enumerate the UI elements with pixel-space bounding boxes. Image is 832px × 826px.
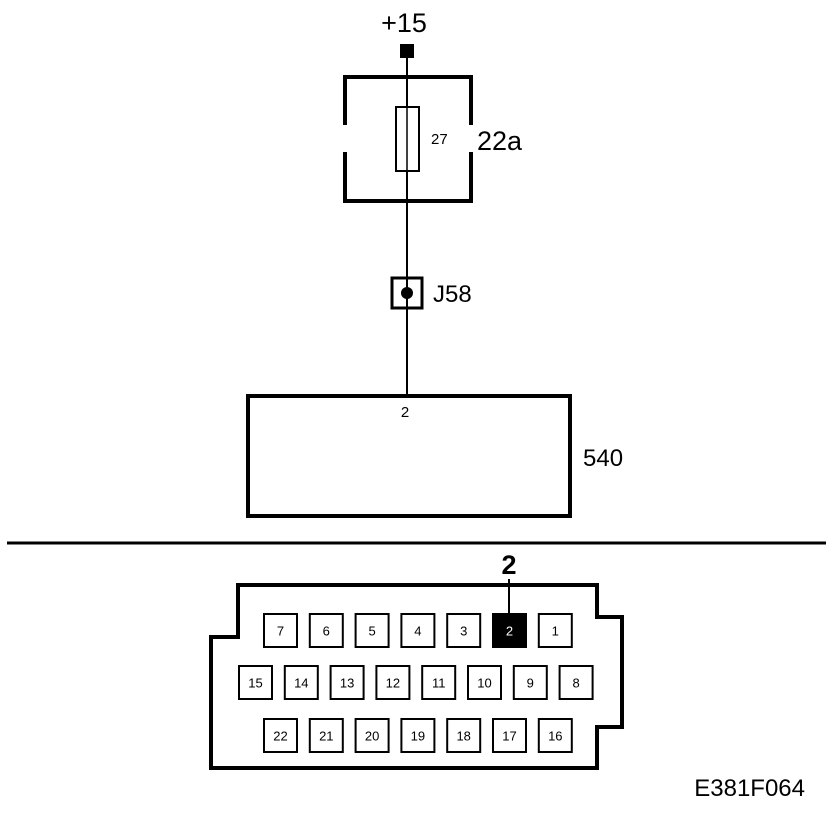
connector-pin: 12 bbox=[375, 665, 411, 700]
pin-box bbox=[329, 665, 365, 700]
connector-pin: 21 bbox=[308, 718, 344, 753]
connector-pin: 18 bbox=[446, 718, 482, 753]
module-label: 540 bbox=[583, 445, 623, 472]
pin-box bbox=[308, 613, 344, 648]
supply-label: +15 bbox=[381, 8, 427, 38]
pin-box bbox=[492, 613, 527, 648]
pin-box bbox=[467, 665, 502, 700]
pin-box bbox=[558, 665, 594, 700]
pin-box bbox=[537, 718, 573, 753]
pin-box bbox=[354, 613, 390, 648]
pin-number: 8 bbox=[572, 676, 579, 691]
pin-box bbox=[283, 665, 319, 700]
connector-pin: 8 bbox=[558, 665, 594, 700]
pin-box bbox=[421, 665, 457, 700]
pin-number: 13 bbox=[340, 676, 354, 691]
pin-number: 18 bbox=[456, 729, 470, 744]
connector-pin: 3 bbox=[446, 613, 482, 648]
pin-number: 12 bbox=[386, 676, 400, 691]
connector-pin: 6 bbox=[308, 613, 344, 648]
connector-pin: 10 bbox=[467, 665, 502, 700]
connector-pin: 19 bbox=[400, 718, 436, 753]
supply-terminal bbox=[400, 44, 414, 58]
connector-outline bbox=[209, 583, 624, 770]
pin-number: 6 bbox=[323, 624, 330, 639]
pin-number: 5 bbox=[368, 624, 375, 639]
pin-box bbox=[537, 613, 573, 648]
pin-box bbox=[308, 718, 344, 753]
module-pin-number: 2 bbox=[401, 404, 409, 421]
pin-number: 9 bbox=[527, 676, 534, 691]
connector-pin: 15 bbox=[238, 665, 273, 700]
connector-pin: 7 bbox=[263, 613, 298, 648]
connector-pin: 4 bbox=[400, 613, 436, 648]
pin-box bbox=[400, 613, 436, 648]
pin-box bbox=[238, 665, 273, 700]
connector-pin: 16 bbox=[537, 718, 573, 753]
junction-label: J58 bbox=[433, 281, 472, 308]
pin-box bbox=[400, 718, 436, 753]
pin-number: 15 bbox=[248, 676, 262, 691]
pin-box bbox=[375, 665, 411, 700]
connector-pin: 22 bbox=[263, 718, 298, 753]
connector-pin: 14 bbox=[283, 665, 319, 700]
connector-pin: 1 bbox=[537, 613, 573, 648]
pin-number: 20 bbox=[365, 729, 379, 744]
connector-pin: 13 bbox=[329, 665, 365, 700]
connector-pin: 17 bbox=[492, 718, 527, 753]
pin-number: 22 bbox=[273, 729, 287, 744]
pin-box bbox=[512, 665, 548, 700]
pin-box bbox=[354, 718, 390, 753]
pin-number: 16 bbox=[548, 729, 562, 744]
pin-box bbox=[446, 613, 482, 648]
connector-pin-highlighted: 2 bbox=[492, 613, 527, 648]
connector-pin: 5 bbox=[354, 613, 390, 648]
pin-number: 19 bbox=[411, 729, 425, 744]
pin-number: 7 bbox=[277, 624, 284, 639]
pin-number: 17 bbox=[502, 729, 516, 744]
fuse-box: 27 22a bbox=[343, 75, 523, 203]
junction-dot bbox=[401, 287, 413, 299]
pin-box bbox=[492, 718, 527, 753]
fuse-number: 27 bbox=[431, 131, 448, 148]
pin-box bbox=[263, 718, 298, 753]
highlighted-pin-label: 2 bbox=[501, 550, 516, 580]
connector-pin: 20 bbox=[354, 718, 390, 753]
pin-number: 11 bbox=[432, 676, 446, 691]
pin-number: 10 bbox=[477, 676, 491, 691]
connector-pin: 9 bbox=[512, 665, 548, 700]
pin-number: 4 bbox=[414, 624, 421, 639]
pin-number: 2 bbox=[506, 624, 513, 639]
module-box: 2 540 bbox=[246, 394, 623, 518]
pin-number: 3 bbox=[460, 624, 467, 639]
junction: J58 bbox=[390, 276, 472, 310]
pin-number: 1 bbox=[552, 624, 559, 639]
figure-code: E381F064 bbox=[694, 775, 805, 802]
pin-number: 21 bbox=[319, 729, 333, 744]
fuse-box-label: 22a bbox=[477, 126, 523, 156]
connector-pin: 11 bbox=[421, 665, 457, 700]
pin-box bbox=[446, 718, 482, 753]
pin-number: 14 bbox=[294, 676, 308, 691]
pin-box bbox=[263, 613, 298, 648]
